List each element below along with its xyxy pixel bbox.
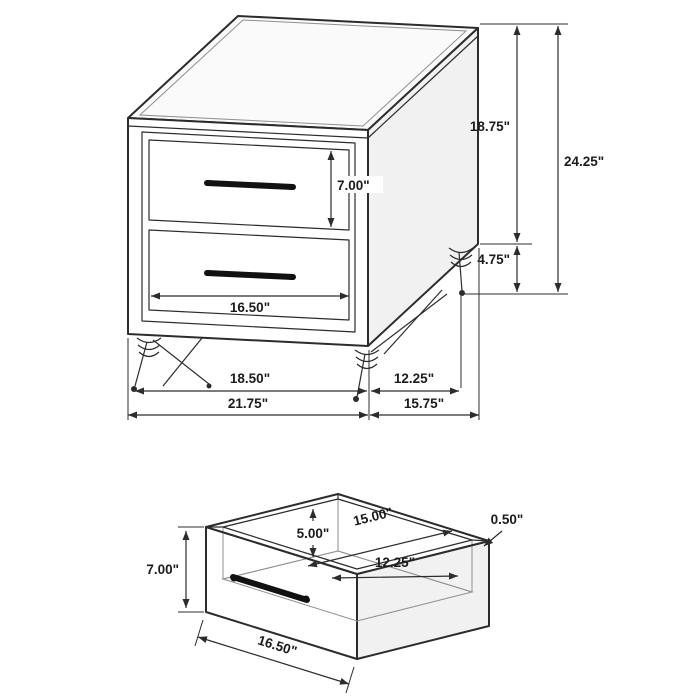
- dim-nightstand-drawer-height: 7.00": [327, 151, 383, 227]
- leg-span-side-label: 12.25": [394, 371, 434, 386]
- leg-front-right: [353, 289, 448, 402]
- dim-overall-width: 21.75": [128, 396, 368, 419]
- drawerbox-handle: [230, 574, 310, 603]
- overall-depth-label: 15.75": [404, 396, 444, 411]
- dim-case-height: 18.75": [470, 26, 521, 242]
- nightstand-front-face: [127, 117, 369, 347]
- overall-height-label: 24.25": [564, 154, 604, 169]
- dim-drawerbox-side-thickness: 0.50": [483, 512, 524, 547]
- open-drawer-figure: 7.00" 16.50" 15.00" 5.00" 12.25" 0: [146, 493, 524, 694]
- drawerbox-interior-height-label: 5.00": [297, 526, 330, 541]
- case-height-label: 18.75": [470, 119, 510, 134]
- nightstand-figure: 7.00" 16.50" 18.75" 4.75" 24.25": [127, 15, 604, 420]
- dim-overall-depth: 15.75": [370, 396, 479, 419]
- nightstand-front-frame: [141, 131, 356, 333]
- dim-drawerbox-interior-height: 5.00": [297, 509, 330, 557]
- nightstand-top-inset-line: [138, 19, 468, 127]
- drawer-front-top: [148, 139, 350, 231]
- drawerbox-interior-width-label: 12.25": [375, 555, 415, 570]
- drawerbox-side-thickness-label: 0.50": [491, 512, 524, 527]
- leg-front-left: [131, 337, 212, 392]
- dim-leg-span-side: 12.25": [371, 371, 459, 395]
- dim-drawerbox-front-height: 7.00": [146, 526, 204, 613]
- overall-width-label: 21.75": [228, 396, 268, 411]
- nightstand-drawer-height-label: 7.00": [337, 178, 370, 193]
- leg-height-label: 4.75": [477, 252, 510, 267]
- dim-overall-height: 24.25": [554, 26, 604, 292]
- nightstand-top-edge-thickness: [127, 125, 369, 139]
- nightstand-drawer-width-label: 16.50": [230, 300, 270, 315]
- dim-leg-height: 4.75": [477, 246, 521, 292]
- dim-nightstand-drawer-width: 16.50": [151, 292, 349, 315]
- nightstand-side-edge-thickness: [367, 35, 479, 139]
- drawer-handle-top: [204, 180, 296, 190]
- dim-leg-span-front: 18.50": [135, 371, 367, 395]
- drawer-handle-bottom: [204, 270, 296, 280]
- leg-span-front-label: 18.50": [230, 371, 270, 386]
- dim-drawerbox-interior-width: 12.25": [331, 555, 459, 582]
- drawer-front-bottom: [148, 229, 350, 321]
- drawerbox-front-height-label: 7.00": [146, 562, 179, 577]
